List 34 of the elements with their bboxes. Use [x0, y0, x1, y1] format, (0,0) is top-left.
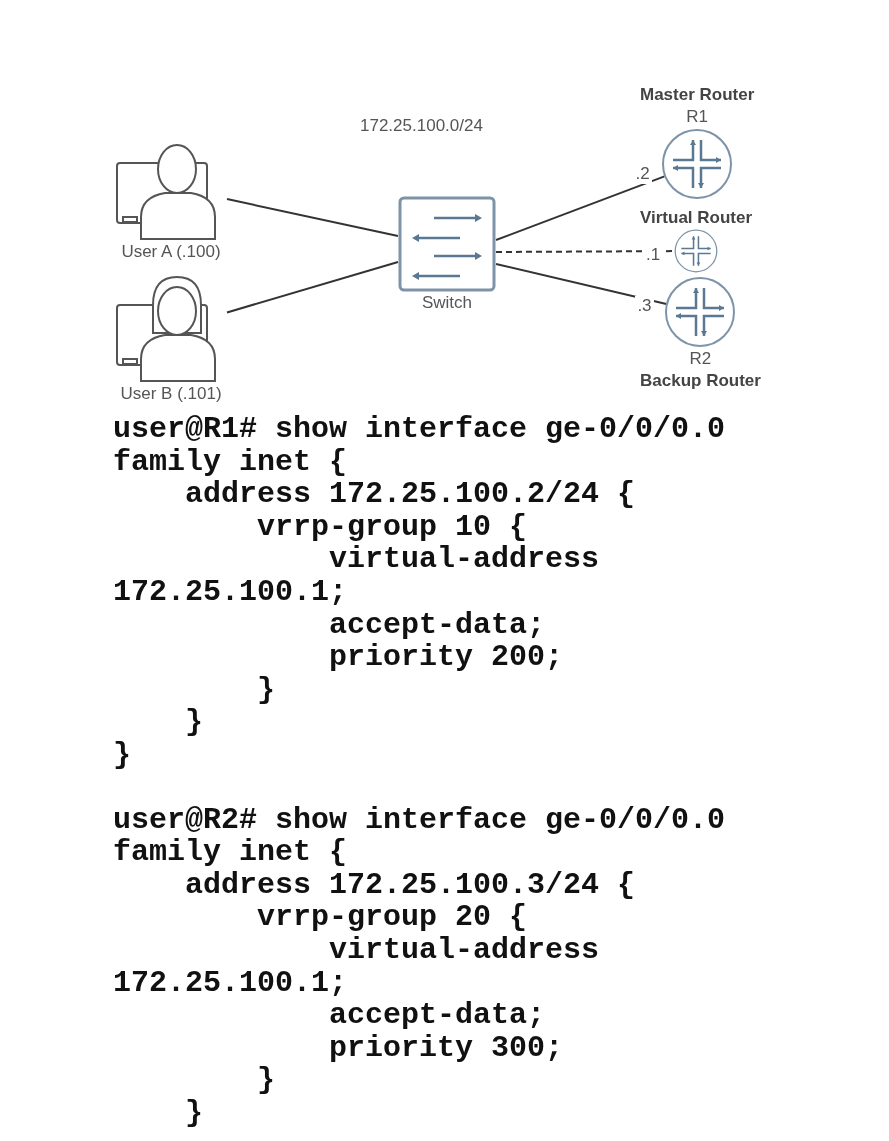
- code-line: }: [257, 673, 275, 706]
- connection-line: [226, 198, 399, 237]
- node-label: Backup Router: [640, 370, 761, 392]
- code-line: priority 200;: [329, 641, 564, 674]
- code-line: address 172.25.100.3/24 {: [185, 868, 636, 901]
- node-label: R2: [689, 348, 712, 370]
- connection-line: [226, 261, 399, 314]
- code-line: accept-data;: [329, 608, 546, 641]
- code-line: }: [185, 1097, 203, 1129]
- code-line: virtual-address: [329, 543, 600, 576]
- code-line: address 172.25.100.2/24 {: [185, 478, 636, 511]
- network-label: 172.25.100.0/24: [360, 115, 483, 137]
- code-line: }: [185, 706, 203, 739]
- code-line: }: [257, 1064, 275, 1097]
- code-line: vrrp-group 10 {: [257, 510, 528, 543]
- code-line: virtual-address: [329, 934, 600, 966]
- node-label: Virtual Router: [640, 207, 753, 229]
- code-line: vrrp-group 20 {: [257, 901, 528, 934]
- code-line: 172.25.100.1;: [113, 966, 348, 999]
- code-line: 172.25.100.1;: [113, 576, 348, 608]
- code-line: user@R1# show interface ge-0/0/0.0: [113, 413, 726, 445]
- code-line: priority 300;: [329, 1031, 564, 1064]
- connection-line: [495, 175, 666, 241]
- node-label: User A (.100): [121, 241, 221, 263]
- code-line: accept-data;: [329, 999, 546, 1032]
- code-line: user@R2# show interface ge-0/0/0.0: [113, 803, 726, 836]
- node-label: Switch: [421, 292, 473, 314]
- code-line: family inet {: [113, 836, 348, 869]
- node-label: Master Router: [640, 84, 755, 106]
- node-label: User B (.101): [120, 383, 222, 405]
- node-label: R1: [686, 106, 708, 128]
- code-line: }: [113, 739, 131, 771]
- code-line: family inet {: [113, 445, 348, 478]
- connection-line: [495, 263, 668, 305]
